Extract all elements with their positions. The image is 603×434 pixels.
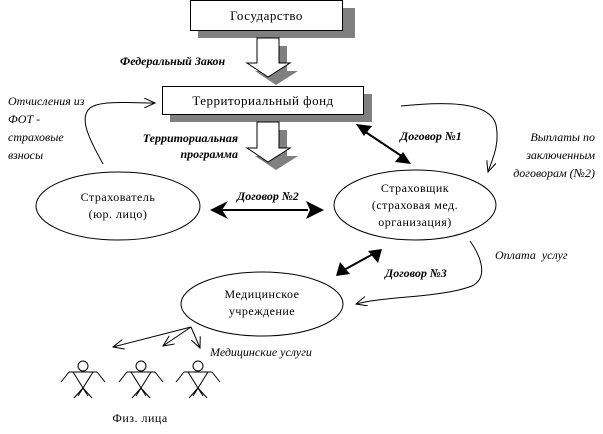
territorial-program-line-1: Территориальная xyxy=(142,131,238,145)
contract-2-arrow xyxy=(210,201,324,219)
contract-3-arrow xyxy=(336,249,382,276)
policyholder-ellipse xyxy=(35,171,201,241)
service-payment-label: Оплата услуг xyxy=(495,248,568,262)
insurer-line-1: Страховщик xyxy=(380,181,450,195)
insurer-line-3: организация) xyxy=(378,215,452,229)
deductions-label: Отчисления из ФОТ - страховые взносы xyxy=(8,92,84,164)
contract-2-label: Договор №2 xyxy=(237,189,299,203)
state-box: Государство xyxy=(190,0,343,31)
deductions-line-1: Отчисления из xyxy=(8,94,85,108)
insurer-line-2: (страховая мед. xyxy=(371,198,459,212)
medical-institution-line-1: Медицинское xyxy=(224,287,300,301)
medical-services-label: Медицинские услуги xyxy=(210,345,312,359)
insurer-ellipse xyxy=(333,169,497,241)
medical-services-arrows xyxy=(113,326,200,348)
contract-1-arrow xyxy=(356,124,411,164)
deductions-line-2: ФОТ - xyxy=(8,112,41,126)
deductions-curve-arrow xyxy=(84,102,155,165)
insurer-text: Страховщик (страховая мед. организация) xyxy=(355,180,475,231)
block-arrow-2 xyxy=(245,121,292,163)
contract-1-label: Договор №1 xyxy=(400,129,462,143)
deductions-line-3: страховые xyxy=(8,130,64,144)
individuals-label: Физ. лица xyxy=(112,411,168,425)
territorial-program-label: Территориальная программа xyxy=(132,130,238,162)
territorial-fund-label: Территориальный фонд xyxy=(192,92,334,108)
territorial-program-line-2: программа xyxy=(180,147,238,161)
payments-line-3: договорам (№2) xyxy=(513,166,595,180)
service-payment-curve-arrow xyxy=(356,240,483,304)
block-arrow-1 xyxy=(245,37,292,78)
payments-curve-arrow xyxy=(400,103,498,172)
deductions-line-4: взносы xyxy=(8,148,44,162)
policyholder-line-1: Страхователь xyxy=(80,190,156,204)
medical-institution-line-2: учреждение xyxy=(228,304,296,318)
state-label: Государство xyxy=(230,7,303,23)
payments-line-1: Выплаты по xyxy=(530,130,595,144)
person-icon xyxy=(175,360,221,399)
contract-3-label: Договор №3 xyxy=(385,266,447,280)
person-icon xyxy=(60,360,106,399)
payments-line-2: заключенным xyxy=(526,148,595,162)
medical-institution-text: Медицинское учреждение xyxy=(202,286,322,320)
policyholder-text: Страхователь (юр. лицо) xyxy=(58,189,178,223)
policyholder-line-2: (юр. лицо) xyxy=(88,207,148,221)
medical-institution-ellipse xyxy=(180,271,344,337)
payments-label: Выплаты по заключенным договорам (№2) xyxy=(500,128,595,182)
territorial-fund-box: Территориальный фонд xyxy=(162,86,364,115)
federal-law-label: Федеральный Закон xyxy=(120,54,226,68)
person-icon xyxy=(118,360,164,399)
